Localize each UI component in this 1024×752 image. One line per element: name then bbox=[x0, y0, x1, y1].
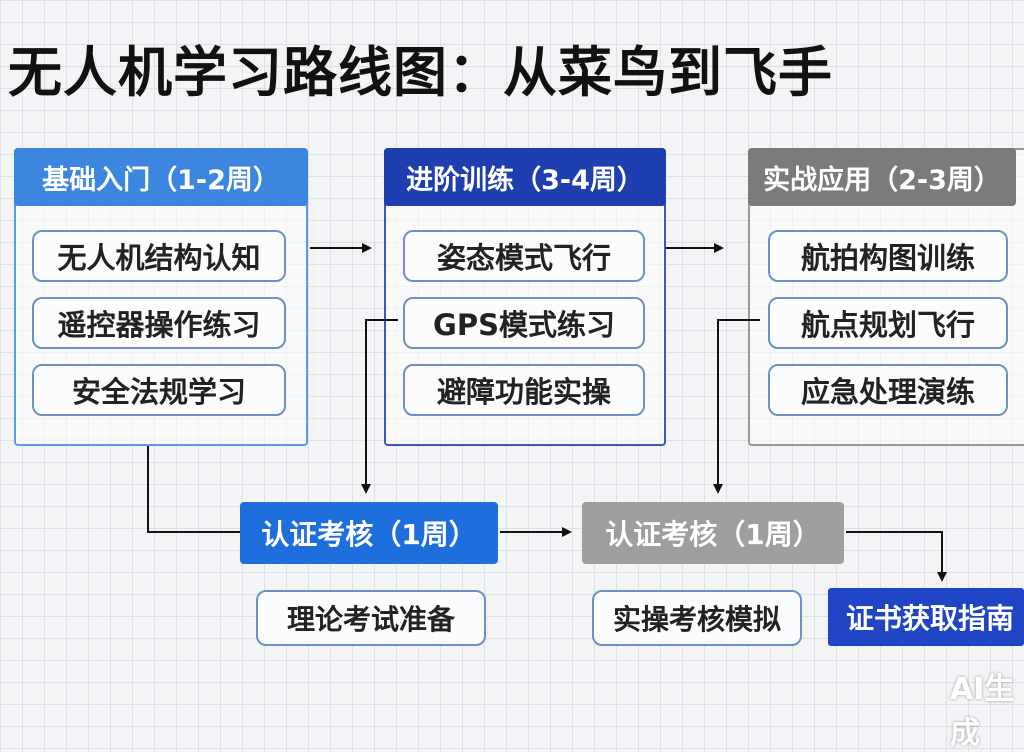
stage-basic: 基础入门（1-2周） 无人机结构认知 遥控器操作练习 安全法规学习 bbox=[14, 148, 308, 446]
item-drone-structure: 无人机结构认知 bbox=[32, 230, 286, 282]
item-emergency-drill: 应急处理演练 bbox=[768, 364, 1008, 416]
item-aerial-composition: 航拍构图训练 bbox=[768, 230, 1008, 282]
guide-certificate: 证书获取指南 bbox=[828, 588, 1024, 646]
item-safety-regulations: 安全法规学习 bbox=[32, 364, 286, 416]
cert-box-1: 认证考核（1周） bbox=[240, 502, 498, 564]
cert-box-2: 认证考核（1周） bbox=[582, 502, 844, 564]
item-waypoint-planning: 航点规划飞行 bbox=[768, 297, 1008, 349]
item-obstacle-avoidance: 避障功能实操 bbox=[403, 364, 645, 416]
stage-header-practical: 实战应用（2-3周） bbox=[748, 148, 1016, 206]
sub-theory-exam: 理论考试准备 bbox=[256, 590, 486, 646]
flow-arrows bbox=[147, 243, 947, 582]
connector-stage1-to-cert1 bbox=[147, 446, 240, 533]
arrow-stage2-to-cert1 bbox=[361, 319, 398, 494]
stage-header-basic: 基础入门（1-2周） bbox=[14, 148, 308, 206]
item-gps-mode: GPS模式练习 bbox=[403, 297, 645, 349]
sub-practical-exam: 实操考核模拟 bbox=[592, 590, 802, 646]
stage-header-advanced: 进阶训练（3-4周） bbox=[384, 148, 666, 206]
item-attitude-mode: 姿态模式飞行 bbox=[403, 230, 645, 282]
arrow-stage3-to-cert2 bbox=[713, 319, 760, 494]
page-title: 无人机学习路线图：从菜鸟到飞手 bbox=[8, 41, 833, 104]
item-remote-control: 遥控器操作练习 bbox=[32, 297, 286, 349]
stage-advanced: 进阶训练（3-4周） 姿态模式飞行 GPS模式练习 避障功能实操 bbox=[384, 148, 666, 446]
stage-practical: 实战应用（2-3周） 航拍构图训练 航点规划飞行 应急处理演练 bbox=[748, 148, 1024, 446]
arrow-cert2-to-guide bbox=[846, 531, 947, 582]
